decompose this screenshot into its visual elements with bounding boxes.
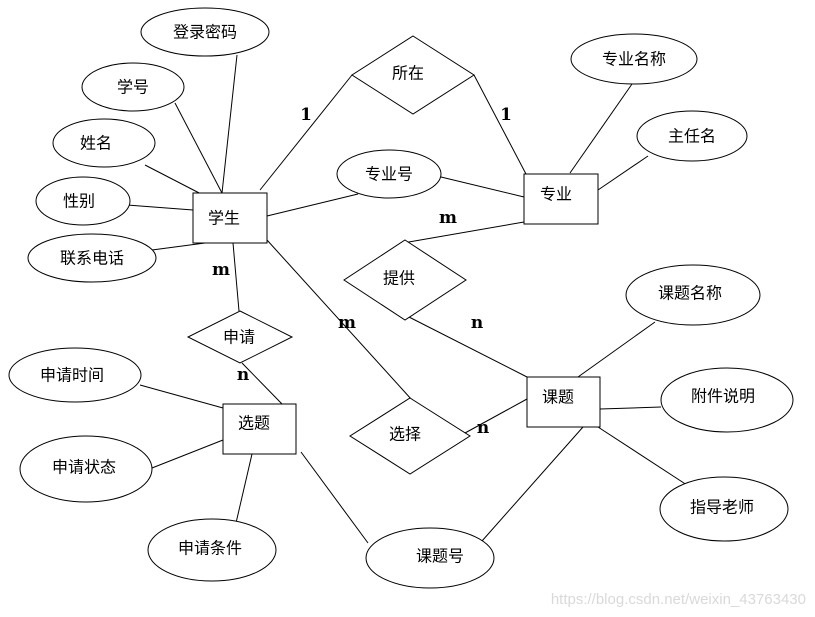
edge-student-majorid xyxy=(266,193,359,217)
edge-majorname-major xyxy=(569,83,633,174)
attribute-topic-id: 课题号 xyxy=(365,527,495,589)
edge-gender-student xyxy=(126,204,194,211)
attribute-topic-id-label: 课题号 xyxy=(416,547,464,566)
cardinalities: 1 1 m n m n m n xyxy=(212,105,512,438)
watermark: https://blog.csdn.net/weixin_43763430 xyxy=(551,591,806,608)
entity-major-label: 专业 xyxy=(540,185,572,204)
attribute-director: 主任名 xyxy=(636,110,748,162)
edge-majorid-major xyxy=(440,176,525,198)
edge-belongs-major xyxy=(473,74,527,175)
edge-applycond-selection xyxy=(235,453,253,524)
attribute-phone: 联系电话 xyxy=(27,233,157,283)
edge-student-apply xyxy=(232,242,240,312)
edge-attachment-topic xyxy=(599,406,662,410)
attribute-topic-name: 课题名称 xyxy=(625,264,761,326)
edge-apply-selection xyxy=(241,362,284,406)
attribute-apply-time: 申请时间 xyxy=(8,347,142,403)
cardinality-choose-student: m xyxy=(338,313,356,333)
edge-topicid-topic xyxy=(481,426,584,542)
cardinality-apply-student: m xyxy=(212,260,230,280)
attribute-apply-status-label: 申请状态 xyxy=(52,458,116,477)
entity-student-label: 学生 xyxy=(208,209,240,228)
edge-phone-student xyxy=(151,242,206,251)
attribute-director-label: 主任名 xyxy=(668,127,716,146)
attribute-phone-label: 联系电话 xyxy=(60,249,124,268)
cardinality-belongs-student: 1 xyxy=(300,105,312,125)
edges xyxy=(126,54,691,544)
attribute-name-label: 姓名 xyxy=(80,134,112,153)
edge-topicname-topic xyxy=(577,321,656,378)
attribute-name: 姓名 xyxy=(52,118,156,168)
edge-selection-topicid xyxy=(300,451,369,544)
attribute-advisor-label: 指导老师 xyxy=(690,498,754,517)
attribute-student-id-label: 学号 xyxy=(117,78,149,97)
cardinality-provides-major: m xyxy=(439,208,457,228)
entity-student: 学生 xyxy=(192,192,268,244)
attribute-apply-status: 申请状态 xyxy=(19,435,153,503)
edge-name-student xyxy=(144,164,206,197)
relationship-belongs-label: 所在 xyxy=(392,64,424,83)
edge-student-choose xyxy=(266,239,413,401)
entity-selection-label: 选题 xyxy=(238,414,270,433)
edge-applytime-selection xyxy=(139,384,224,409)
relationship-provides: 提供 xyxy=(343,239,467,321)
entity-selection: 选题 xyxy=(222,403,297,455)
attribute-attachment: 附件说明 xyxy=(660,367,794,433)
cardinality-provides-topic: n xyxy=(471,313,483,333)
relationship-belongs: 所在 xyxy=(351,35,475,115)
attribute-topic-name-label: 课题名称 xyxy=(658,284,722,303)
attribute-apply-condition: 申请条件 xyxy=(147,518,277,582)
attribute-apply-condition-label: 申请条件 xyxy=(178,539,242,558)
edge-major-provides xyxy=(402,221,525,244)
edge-director-major xyxy=(597,155,649,191)
cardinality-belongs-major: 1 xyxy=(500,105,512,125)
attribute-gender: 性别 xyxy=(35,176,131,226)
edge-provides-topic xyxy=(406,315,528,378)
relationship-provides-label: 提供 xyxy=(383,269,415,288)
relationship-apply-label: 申请 xyxy=(223,328,255,347)
attribute-student-id: 学号 xyxy=(81,62,185,112)
entity-topic-label: 课题 xyxy=(542,388,574,407)
relationship-apply: 申请 xyxy=(186,310,294,364)
attribute-gender-label: 性别 xyxy=(63,192,95,211)
cardinality-apply-selection: n xyxy=(237,365,249,385)
edge-studentid-student xyxy=(174,102,223,194)
attribute-major-name-label: 专业名称 xyxy=(602,50,666,69)
attribute-attachment-label: 附件说明 xyxy=(691,387,755,406)
attribute-major-name: 专业名称 xyxy=(570,33,698,85)
edge-choose-topic xyxy=(464,398,528,434)
edge-advisor-topic xyxy=(597,426,691,488)
attribute-login-password: 登录密码 xyxy=(140,7,270,57)
edge-applystatus-selection xyxy=(151,439,224,469)
relationship-choose-label: 选择 xyxy=(389,425,421,444)
entity-major: 专业 xyxy=(523,173,599,225)
cardinality-choose-topic: n xyxy=(477,418,489,438)
attribute-login-password-label: 登录密码 xyxy=(173,23,237,42)
entity-topic: 课题 xyxy=(526,376,601,428)
attribute-apply-time-label: 申请时间 xyxy=(40,366,104,385)
attribute-major-id: 专业号 xyxy=(336,149,442,199)
relationship-choose: 选择 xyxy=(349,397,471,475)
edge-student-belongs xyxy=(259,74,353,191)
edge-password-student xyxy=(221,54,238,194)
attribute-advisor: 指导老师 xyxy=(659,476,789,542)
attribute-major-id-label: 专业号 xyxy=(365,165,413,184)
